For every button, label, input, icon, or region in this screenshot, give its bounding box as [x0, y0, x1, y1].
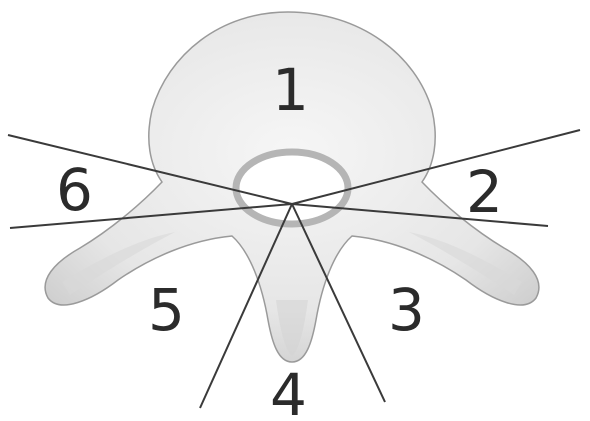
segment-label-6: 6 — [56, 156, 93, 224]
segment-label-4: 4 — [270, 361, 307, 421]
segment-label-1: 1 — [272, 56, 309, 124]
segment-label-5: 5 — [148, 276, 185, 344]
segment-label-2: 2 — [466, 158, 503, 226]
vertebral-foramen — [236, 152, 348, 224]
segment-label-3: 3 — [388, 276, 425, 344]
